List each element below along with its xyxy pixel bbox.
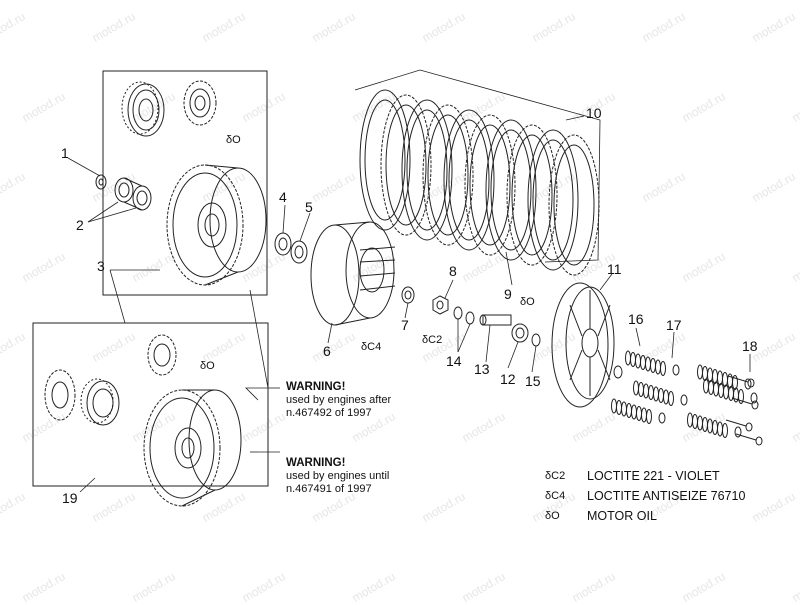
clutch-plate — [485, 119, 537, 261]
screw — [725, 419, 753, 432]
lower-sprocket-small — [147, 334, 177, 376]
part-12-bearing — [511, 323, 529, 343]
spring — [625, 350, 680, 376]
legend-code: δC4 — [545, 490, 566, 502]
spring — [687, 412, 742, 438]
clutch-plate — [385, 104, 427, 226]
c4-marker: δC4 — [361, 341, 382, 353]
callout-13: 13 — [474, 361, 490, 377]
oil-marker-upper: δO — [226, 134, 241, 146]
lower-inset-box — [32, 322, 269, 487]
clutch-plate — [532, 139, 574, 261]
clutch-plate — [443, 109, 495, 251]
spring — [633, 380, 688, 406]
warning-after-line2: n.467492 of 1997 — [286, 407, 372, 419]
clutch-plate — [422, 104, 474, 246]
part-1-washer — [95, 174, 107, 190]
legend-row-c2: δC2 LOCTITE 221 - VIOLET — [545, 466, 745, 486]
warning-until-title: WARNING! — [286, 457, 346, 469]
part-18-screws — [725, 375, 763, 446]
clutch-plate — [359, 89, 411, 231]
part-15-circlip — [531, 333, 541, 347]
callout-9: 9 — [504, 286, 512, 302]
clutch-plate — [490, 129, 532, 251]
upper-clutch-basket — [166, 164, 267, 286]
clutch-plate — [364, 99, 406, 221]
warning-until-line2: n.467491 of 1997 — [286, 483, 372, 495]
callout-3: 3 — [97, 258, 105, 274]
legend-text: LOCTITE ANTISEIZE 76710 — [587, 489, 746, 503]
screw — [731, 397, 759, 410]
spring — [611, 398, 666, 424]
callout-15: 15 — [525, 373, 541, 389]
callout-18: 18 — [742, 338, 758, 354]
part-16-springs — [611, 350, 758, 438]
clutch-plate — [406, 109, 448, 231]
clutch-plate — [469, 124, 511, 246]
legend-row-oil: δO MOTOR OIL — [545, 506, 745, 526]
oil-marker-lower: δO — [200, 360, 215, 372]
warning-until-line1: used by engines until — [286, 470, 390, 482]
callout-1: 1 — [61, 145, 69, 161]
c2-marker: δC2 — [422, 334, 443, 346]
callout-11: 11 — [607, 261, 622, 277]
warning-after: WARNING! used by engines after n.467492 … — [286, 381, 391, 420]
legend-code: δC2 — [545, 470, 566, 482]
lower-gear — [80, 378, 120, 426]
clutch-plate — [380, 94, 432, 236]
callout-19: 19 — [62, 490, 78, 506]
legend: δC2 LOCTITE 221 - VIOLET δC4 LOCTITE ANT… — [545, 466, 745, 526]
clutch-plate — [511, 134, 553, 256]
callout-7: 7 — [401, 317, 409, 333]
clutch-plate — [553, 144, 595, 266]
callout-17: 17 — [666, 317, 682, 333]
upper-gear-large — [121, 81, 165, 137]
upper-sprocket — [183, 80, 217, 126]
part-8-nut — [432, 295, 449, 315]
callout-10: 10 — [586, 105, 602, 121]
clutch-plate — [506, 124, 558, 266]
callout-6: 6 — [323, 343, 331, 359]
upper-inset-box — [102, 70, 268, 296]
clutch-plate — [448, 119, 490, 241]
screw — [735, 433, 763, 446]
clutch-plate — [527, 129, 579, 271]
part-14-washers — [453, 306, 475, 325]
legend-code: δO — [545, 510, 560, 522]
warning-until: WARNING! used by engines until n.467491 … — [286, 457, 389, 496]
part-5-shim — [290, 240, 308, 264]
part-11-pressure-plate — [551, 282, 623, 408]
leader-lines — [67, 115, 751, 493]
part-7-washer — [401, 286, 415, 304]
clutch-plate — [427, 114, 469, 236]
part-2-bearings — [114, 177, 152, 211]
spring — [703, 378, 758, 404]
callout-12: 12 — [500, 371, 516, 387]
spring — [697, 364, 752, 390]
part-13-pushrod — [479, 314, 512, 326]
oil-marker-right: δO — [520, 296, 535, 308]
callout-14: 14 — [446, 353, 462, 369]
warning-after-title: WARNING! — [286, 381, 346, 393]
part-6-clutch-hub — [310, 221, 396, 326]
warning-after-line1: used by engines after — [286, 394, 392, 406]
part-4-shim — [274, 232, 292, 256]
legend-text: MOTOR OIL — [587, 509, 657, 523]
lower-clutch-basket — [143, 389, 242, 507]
callout-5: 5 — [305, 199, 313, 215]
clutch-plate — [464, 114, 516, 256]
legend-text: LOCTITE 221 - VIOLET — [587, 469, 720, 483]
callout-16: 16 — [628, 311, 644, 327]
callout-8: 8 — [449, 263, 457, 279]
legend-row-c4: δC4 LOCTITE ANTISEIZE 76710 — [545, 486, 745, 506]
plate-stack-outline — [354, 69, 601, 263]
clutch-plate — [401, 99, 453, 241]
callout-2: 2 — [76, 217, 84, 233]
callout-4: 4 — [279, 189, 287, 205]
part-10-clutch-plates — [359, 89, 600, 276]
screw — [727, 375, 755, 388]
lower-sprocket-left — [44, 369, 76, 421]
